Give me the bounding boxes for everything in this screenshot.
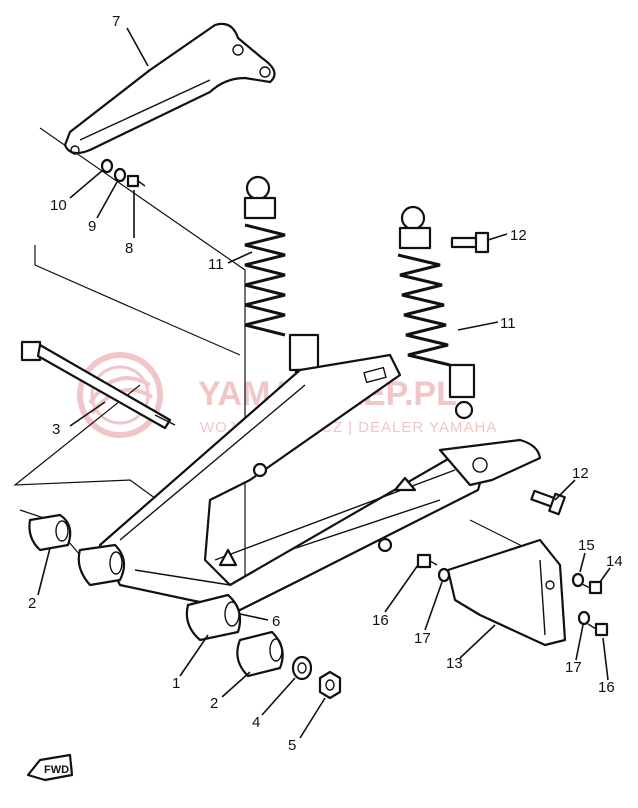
part-pivot-collar	[185, 593, 242, 642]
callout-14: 14	[606, 553, 623, 570]
fwd-arrow-icon: FWD	[26, 753, 74, 782]
part-shock-absorber-left	[243, 175, 320, 392]
part-bolt-8	[126, 174, 146, 188]
callout-9: 9	[88, 218, 96, 235]
part-lockwasher-17-left	[437, 567, 451, 583]
part-bushing-left	[28, 513, 72, 552]
callout-2-right: 2	[210, 695, 218, 712]
callout-13: 13	[446, 655, 463, 672]
callout-11-right: 11	[500, 315, 516, 332]
part-shock-absorber-right	[397, 205, 476, 420]
part-lockwasher-9	[113, 167, 127, 183]
part-bushing-right	[236, 630, 284, 678]
callout-2-left: 2	[28, 595, 36, 612]
part-washer-15	[571, 572, 585, 588]
part-washer-10	[100, 158, 114, 174]
part-shock-bolt-upper	[450, 231, 490, 254]
callout-1: 1	[172, 675, 180, 692]
callout-6: 6	[272, 613, 280, 630]
callout-labels: 7 10 9 8 11 12 11 3 12 15 14 2 6 16 17 1…	[28, 13, 623, 754]
callout-3: 3	[52, 421, 60, 438]
callout-16-left: 16	[372, 612, 389, 629]
part-bolt-14	[581, 580, 603, 595]
callout-5: 5	[288, 737, 296, 754]
callout-12-lower: 12	[572, 465, 589, 482]
callout-12-upper: 12	[510, 227, 527, 244]
part-washer-4	[291, 655, 313, 681]
callout-4: 4	[252, 714, 260, 731]
part-rear-bracket	[63, 22, 276, 155]
callout-11-left: 11	[208, 256, 224, 273]
callout-10: 10	[50, 197, 67, 214]
part-bolt-16-left	[416, 553, 438, 569]
callout-17-left: 17	[414, 630, 431, 647]
leader-lines	[37, 27, 611, 739]
callout-7: 7	[112, 13, 120, 30]
callout-16-right: 16	[598, 679, 615, 696]
callout-17-right: 17	[565, 659, 582, 676]
fwd-label: FWD	[44, 764, 69, 776]
part-pivot-shaft	[20, 340, 176, 430]
part-nut-5	[318, 670, 342, 700]
callout-8: 8	[125, 240, 133, 257]
callout-15: 15	[578, 537, 595, 554]
part-bushing-center	[77, 543, 126, 587]
part-rear-arm	[98, 353, 542, 612]
part-lockwasher-17-right	[577, 610, 591, 626]
part-bolt-16-right	[587, 622, 609, 637]
part-guard-plate	[446, 538, 567, 647]
